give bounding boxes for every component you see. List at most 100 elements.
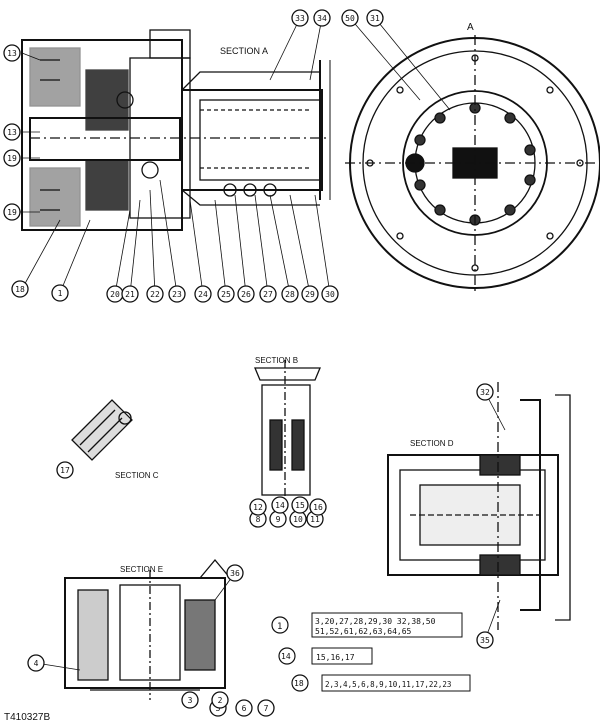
section-e-drawing — [64, 558, 231, 700]
callout-circle — [321, 285, 339, 303]
callout-circle — [476, 383, 494, 401]
callout-circle — [27, 654, 45, 672]
callout-circle — [476, 631, 494, 649]
callout-circle — [211, 691, 229, 709]
section-a-drawing — [21, 29, 331, 231]
callout-circle — [51, 284, 69, 302]
callout-label: 50 — [345, 14, 355, 23]
callout-circle — [3, 149, 21, 167]
callout-label: 12 — [253, 503, 263, 512]
callout-circle — [194, 285, 212, 303]
section-d-drawing — [387, 382, 571, 630]
legend-row1-num: 1 — [277, 622, 282, 632]
callout-circle — [259, 285, 277, 303]
callout-circle — [313, 9, 331, 27]
section-a-label: SECTION A — [220, 46, 268, 56]
legend-row1-line2: 51,52,61,62,63,64,65 — [315, 627, 412, 636]
callout-label: 13 — [7, 49, 17, 58]
section-d-label: SECTION D — [410, 439, 454, 448]
callout-circle — [226, 564, 244, 582]
legend-row2-text: 15,16,17 — [316, 653, 355, 662]
callout-circle — [3, 44, 21, 62]
callout-label: 1 — [58, 289, 63, 298]
legend-row2-num: 14 — [281, 652, 291, 661]
legend-row3-num: 18 — [294, 679, 304, 688]
callout-circle — [181, 691, 199, 709]
callout-circle — [301, 285, 319, 303]
callout-label: 2 — [218, 696, 223, 705]
callout-label: 9 — [276, 515, 281, 524]
legend-row1-box — [311, 612, 463, 638]
legend-row2-circle — [278, 647, 296, 665]
legend-row1-circle — [271, 616, 289, 634]
callout-label: 15 — [295, 501, 305, 510]
callout-circle — [366, 9, 384, 27]
callout-label: 29 — [305, 290, 315, 299]
section-e-label: SECTION E — [120, 565, 163, 574]
callout-circle — [341, 9, 359, 27]
callout-circle — [309, 498, 327, 516]
callout-label: 26 — [241, 290, 251, 299]
callout-circle — [281, 285, 299, 303]
callout-circle — [249, 498, 267, 516]
callout-circle — [3, 203, 21, 221]
callout-label: 13 — [7, 128, 17, 137]
legend-row2-box — [311, 647, 373, 665]
section-b-drawing — [254, 360, 321, 500]
callout-label: 34 — [317, 14, 327, 23]
callout-label: 36 — [230, 569, 240, 578]
callout-circle — [271, 496, 289, 514]
callout-circle — [3, 123, 21, 141]
callout-label: 10 — [293, 515, 303, 524]
figure-id: T410327B — [4, 712, 50, 723]
callout-label: 28 — [285, 290, 295, 299]
callout-label: 19 — [7, 154, 17, 163]
callout-label: 24 — [198, 290, 208, 299]
callout-circle — [217, 285, 235, 303]
legend: 1 3,20,27,28,29,30 32,38,50 51,52,61,62,… — [271, 612, 471, 692]
section-c-label: SECTION C — [115, 471, 159, 480]
callout-circle — [235, 699, 253, 717]
callout-circle — [168, 285, 186, 303]
callout-circle — [291, 9, 309, 27]
callout-label: 8 — [256, 515, 261, 524]
view-a-label: A — [467, 22, 474, 33]
legend-row3-text: 2,3,4,5,6,8,9,10,11,17,22,23 — [325, 680, 451, 689]
callout-circle — [291, 496, 309, 514]
callout-label: 32 — [480, 388, 490, 397]
section-b-label: SECTION B — [255, 356, 298, 365]
callout-label: 35 — [480, 636, 490, 645]
callout-label: 27 — [263, 290, 273, 299]
callout-label: 17 — [60, 466, 70, 475]
callout-label: 16 — [313, 503, 323, 512]
callout-label: 33 — [295, 14, 305, 23]
callout-circle — [121, 285, 139, 303]
view-a-drawing — [345, 35, 600, 295]
callout-circle — [56, 461, 74, 479]
callout-label: 21 — [125, 290, 135, 299]
callout-label: 6 — [242, 704, 247, 713]
section-c-drawing — [71, 399, 133, 461]
callout-label: 23 — [172, 290, 182, 299]
callout-circle — [237, 285, 255, 303]
callout-circle — [11, 280, 29, 298]
callout-label: 14 — [275, 501, 285, 510]
legend-row3-box — [321, 674, 471, 692]
callout-label: 5 — [216, 704, 221, 713]
callout-circle — [257, 699, 275, 717]
callout-label: 31 — [370, 14, 380, 23]
callout-label: 19 — [7, 208, 17, 217]
callout-label: 22 — [150, 290, 160, 299]
callout-label: 30 — [325, 290, 335, 299]
legend-row1-line1: 3,20,27,28,29,30 32,38,50 — [315, 617, 436, 626]
callout-label: 25 — [221, 290, 231, 299]
callout-circle — [146, 285, 164, 303]
callout-label: 18 — [15, 285, 25, 294]
callout-label: 3 — [188, 696, 193, 705]
legend-row3-circle — [291, 674, 309, 692]
callout-label: 4 — [34, 659, 39, 668]
callout-label: 20 — [110, 290, 120, 299]
callout-label: 7 — [264, 704, 269, 713]
